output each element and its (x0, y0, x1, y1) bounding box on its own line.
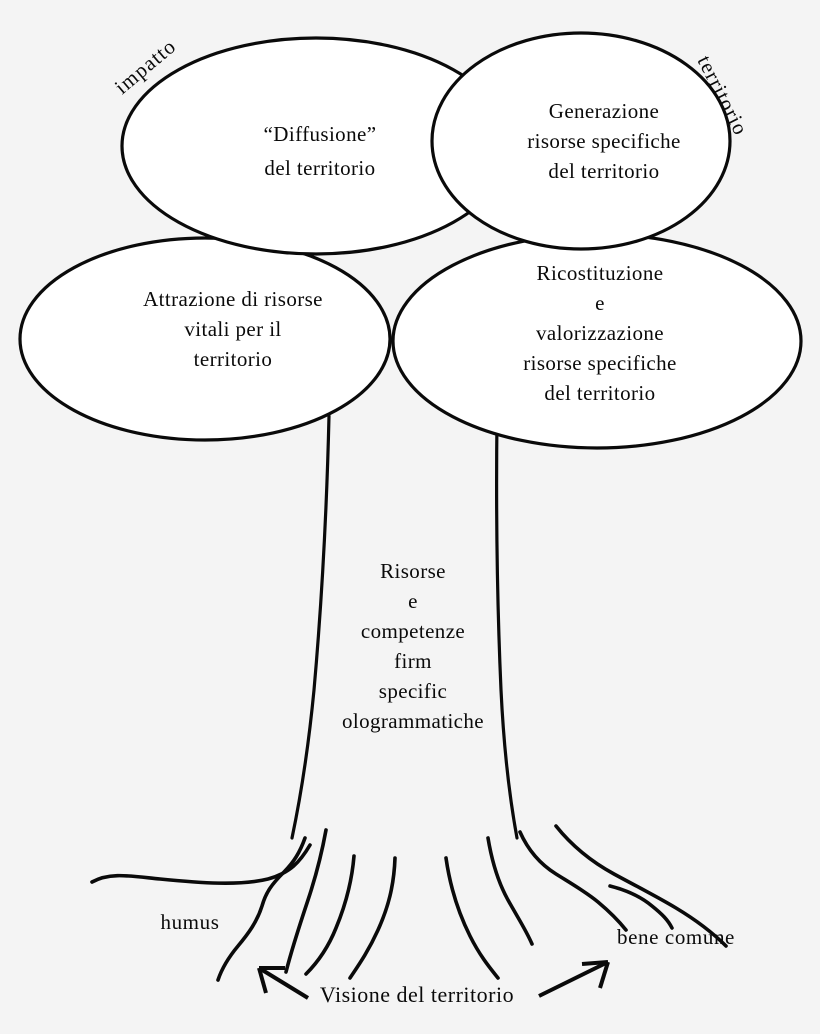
arrow-left (257, 966, 310, 1000)
ellipse-attrazione[interactable] (18, 236, 392, 442)
text-attrazione: Attrazione di risorse vitali per il terr… (143, 287, 323, 371)
trunk-line-3: competenze (361, 619, 465, 643)
ellipse-generazione[interactable] (430, 31, 732, 251)
ricostituzione-line-5: del territorio (544, 381, 655, 405)
generazione-line-2: risorse specifiche (527, 129, 681, 153)
arrow-right-head-b (598, 961, 610, 989)
attrazione-line-1: Attrazione di risorse (143, 287, 323, 311)
root-mid-left (304, 854, 356, 976)
label-visione-del-territorio: Visione del territorio (320, 982, 514, 1007)
trunk-left-edge (290, 414, 331, 840)
root-right-outer (554, 824, 728, 948)
arrow-left-head-b (257, 967, 268, 994)
label-humus: humus (160, 910, 219, 934)
diffusione-line-1: “Diffusione” (264, 122, 377, 146)
root-center-right (444, 856, 500, 980)
arrow-right (538, 960, 610, 998)
root-far-right (608, 884, 674, 930)
root-far-left (90, 843, 312, 885)
trunk-fill (288, 415, 520, 845)
attrazione-line-3: territorio (194, 347, 273, 371)
ricostituzione-line-1: Ricostituzione (537, 261, 664, 285)
generazione-line-1: Generazione (549, 99, 660, 123)
root-mid-right (486, 836, 534, 946)
text-ricostituzione: Ricostituzione e valorizzazione risorse … (523, 261, 677, 405)
trunk-line-6: ologrammatiche (342, 709, 484, 733)
attrazione-line-2: vitali per il (184, 317, 281, 341)
trunk-line-1: Risorse (380, 559, 446, 583)
text-trunk: Risorse e competenze firm specific ologr… (342, 559, 484, 733)
trunk-line-4: firm (394, 649, 432, 673)
root-left-outer (216, 836, 307, 982)
root-right-inner (518, 830, 628, 932)
label-bene-comune: bene comune (617, 925, 735, 949)
ricostituzione-line-4: risorse specifiche (523, 351, 677, 375)
roots-group (90, 824, 728, 982)
root-left-inner (284, 828, 328, 974)
ricostituzione-line-2: e (595, 291, 605, 315)
trunk-line-2: e (408, 589, 418, 613)
trunk-line-5: specific (379, 679, 448, 703)
diffusione-line-2: del territorio (264, 156, 375, 180)
arrow-right-shaft (538, 960, 609, 998)
generazione-line-3: del territorio (548, 159, 659, 183)
ricostituzione-line-3: valorizzazione (536, 321, 664, 345)
text-generazione: Generazione risorse specifiche del terri… (527, 99, 681, 183)
trunk-group (288, 414, 520, 845)
text-diffusione: “Diffusione” del territorio (264, 122, 377, 180)
arrow-right-head-a (581, 960, 609, 966)
root-center-left (348, 856, 397, 980)
arrow-left-shaft (257, 966, 310, 1000)
trunk-right-edge (495, 416, 519, 840)
